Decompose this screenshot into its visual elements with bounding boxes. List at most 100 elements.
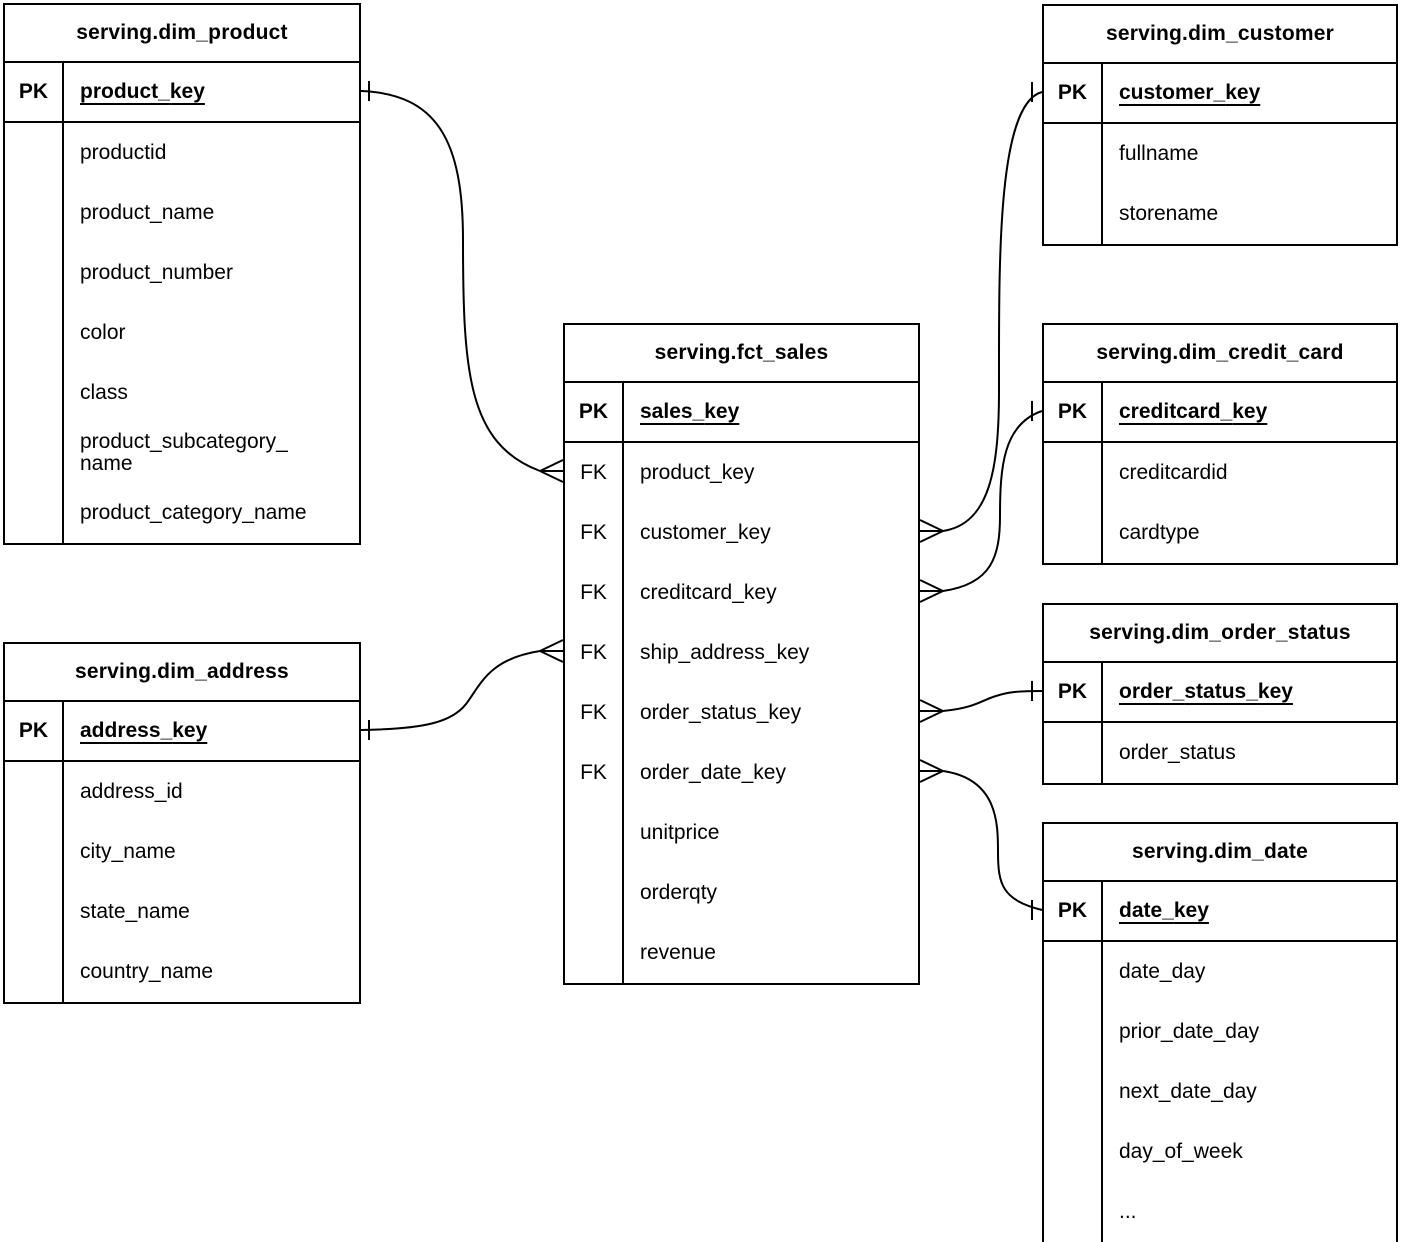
key-label [1044,1062,1103,1122]
field-row-address-id[interactable]: address_id [5,762,359,822]
key-label [5,243,64,303]
table-title: serving.dim_customer [1044,6,1396,64]
field-name: unitprice [640,821,720,844]
key-label [5,483,64,543]
field-row-ellipsis[interactable]: ... [1044,1182,1396,1242]
crow-foot-many-marker [539,639,564,663]
field-row-creditcardid[interactable]: creditcardid [1044,443,1396,503]
key-label [1044,443,1103,503]
field-name: sales_key [640,400,740,423]
field-name: prior_date_day [1119,1020,1260,1043]
key-label [5,123,64,183]
key-label: FK [565,503,624,563]
field-row-class[interactable]: class [5,363,359,423]
field-name: orderqty [640,881,718,904]
key-label [5,942,64,1002]
key-label [5,183,64,243]
field-name: productid [80,141,167,164]
field-name: address_key [80,719,208,742]
field-row-creditcard-key[interactable]: FK creditcard_key [565,563,918,623]
relationship-line [942,690,1043,712]
key-label: FK [565,563,624,623]
field-row-product-category-name[interactable]: product_category_name [5,483,359,543]
field-row-city-name[interactable]: city_name [5,822,359,882]
field-name: cardtype [1119,521,1200,544]
key-label [1044,942,1103,1002]
field-name: day_of_week [1119,1140,1243,1163]
field-row-next-date-day[interactable]: next_date_day [1044,1062,1396,1122]
field-row-country-name[interactable]: country_name [5,942,359,1002]
key-label: PK [1044,882,1103,940]
relationship-order-status-key [919,681,1043,723]
field-row-orderqty[interactable]: orderqty [565,863,918,923]
crow-foot-many-marker [919,759,944,783]
field-name: storename [1119,202,1219,225]
field-row-revenue[interactable]: revenue [565,923,918,983]
field-name: creditcard_key [1119,400,1268,423]
field-row-productid[interactable]: productid [5,123,359,183]
table-title: serving.dim_credit_card [1044,325,1396,383]
field-row-fullname[interactable]: fullname [1044,124,1396,184]
key-label: PK [1044,663,1103,721]
field-name: ship_address_key [640,641,810,664]
field-row-product-name[interactable]: product_name [5,183,359,243]
field-row-product-subcategory-name[interactable]: product_subcategory_name [5,423,359,483]
key-label [5,822,64,882]
relationship-line [942,770,1043,911]
key-label: FK [565,623,624,683]
key-label: PK [565,383,624,441]
field-row-cardtype[interactable]: cardtype [1044,503,1396,563]
field-name: date_day [1119,960,1206,983]
field-row-order-status[interactable]: order_status [1044,723,1396,783]
field-name: creditcard_key [640,581,777,604]
field-name: state_name [80,900,190,923]
field-name: color [80,321,126,344]
key-label [5,882,64,942]
field-row-storename[interactable]: storename [1044,184,1396,244]
field-name: fullname [1119,142,1199,165]
field-row-product-number[interactable]: product_number [5,243,359,303]
relationship-line [360,90,541,472]
key-label [5,363,64,423]
field-row-color[interactable]: color [5,303,359,363]
field-name: product_number [80,261,233,284]
key-label [565,863,624,923]
field-name: next_date_day [1119,1080,1257,1103]
field-row-prior-date-day[interactable]: prior_date_day [1044,1002,1396,1062]
table-title: serving.dim_address [5,644,359,702]
field-row-date-day[interactable]: date_day [1044,942,1396,1002]
key-label [1044,503,1103,563]
field-row-day-of-week[interactable]: day_of_week [1044,1122,1396,1182]
key-label: FK [565,683,624,743]
field-row-unitprice[interactable]: unitprice [565,803,918,863]
field-row-ship-address-key[interactable]: FK ship_address_key [565,623,918,683]
field-name: class [80,381,128,404]
field-name: ... [1119,1200,1137,1223]
field-name: product_key [640,461,755,484]
key-label [1044,723,1103,783]
field-row-state-name[interactable]: state_name [5,882,359,942]
pk-row-sales-key[interactable]: PK sales_key [565,383,918,443]
table-title: serving.dim_date [1044,824,1396,882]
field-name: creditcardid [1119,461,1228,484]
